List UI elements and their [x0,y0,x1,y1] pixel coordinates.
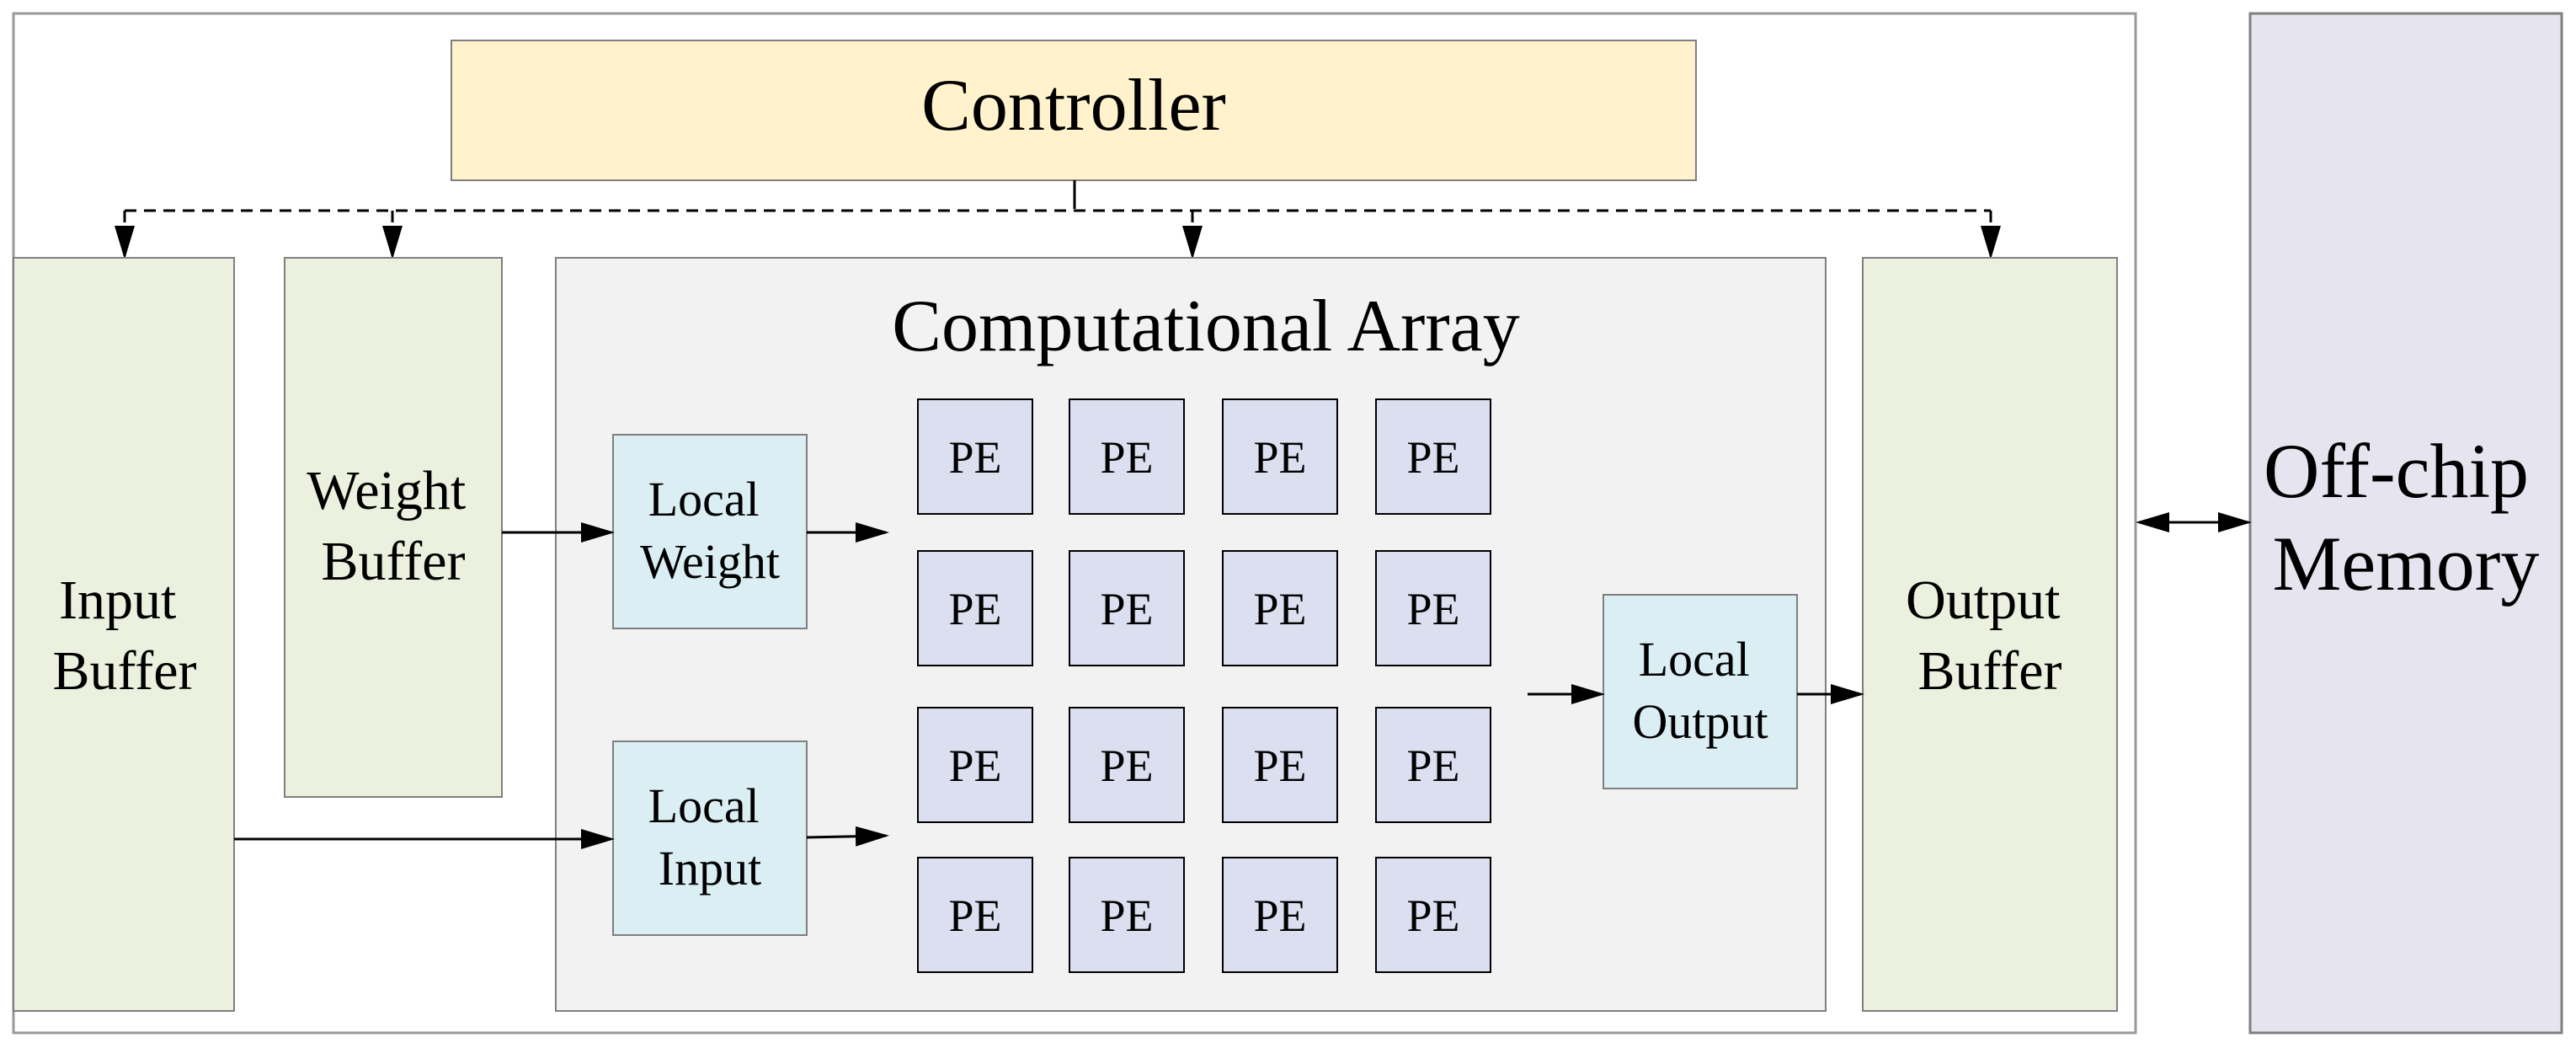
pe-label: PE [1406,584,1459,634]
pe-box [1069,398,1185,515]
pe-box [1375,398,1491,515]
weight-buffer-label: Weight Buffer [307,460,479,592]
pe-box [917,707,1033,823]
local-output-box [1603,594,1798,789]
pe-label: PE [1100,584,1153,634]
control-signal-lines [115,180,2001,259]
pe-box [1069,550,1185,666]
pe-box [1375,857,1491,973]
controller-label: Controller [921,65,1226,147]
computational-array-title: Computational Array [892,286,1519,367]
local-input-label-line2: Input [659,841,761,896]
pe-box [917,857,1033,973]
pe-cell: PE [1069,398,1185,515]
local-output-label-line1: Local [1639,632,1750,687]
pe-cell: PE [1375,707,1491,823]
off-chip-memory-label-line1: Off-chip [2264,428,2529,514]
pe-box [1222,857,1338,973]
pe-label: PE [1406,432,1459,483]
off-chip-memory-label: Off-chip Memory [2264,428,2548,607]
pe-grid: PE PE PE PE PE PE PE PE PE PE PE PE PE PE PE PE [917,398,1491,973]
local-input-label: Local Input [648,778,772,896]
pe-label: PE [1253,432,1306,483]
input-buffer-box [13,257,235,1012]
pe-cell: PE [1222,550,1338,666]
pe-cell: PE [1069,707,1185,823]
pe-cell: PE [917,857,1033,973]
pe-label: PE [948,432,1001,483]
data-flow-arrows [234,512,2252,849]
pe-cell: PE [1222,398,1338,515]
pe-cell: PE [917,707,1033,823]
pe-label: PE [948,890,1001,941]
pe-box [1375,550,1491,666]
input-buffer-label: Input Buffer [52,569,196,702]
local-input-to-pe-arrow [806,826,889,847]
local-output-label: Local Output [1632,632,1768,749]
pe-box [917,550,1033,666]
pe-label: PE [1253,584,1306,634]
input-buffer-label-line2: Buffer [52,640,196,702]
controller-box [451,40,1697,181]
pe-cell: PE [1069,550,1185,666]
local-weight-box [612,434,808,629]
pe-box [917,398,1033,515]
pe-label: PE [1253,741,1306,791]
weight-buffer-box [284,257,503,798]
local-weight-label-line1: Local [648,472,760,527]
output-buffer-label-line1: Output [1906,569,2060,631]
pe-box [1222,707,1338,823]
pe-label: PE [948,741,1001,791]
pe-box [1375,707,1491,823]
pe-label: PE [1406,741,1459,791]
pe-box [1069,857,1185,973]
pe-cell: PE [1375,857,1491,973]
pe-cell: PE [1222,707,1338,823]
pe-box [1222,550,1338,666]
off-chip-memory-label-line2: Memory [2273,521,2540,607]
output-buffer-label: Output Buffer [1906,569,2074,702]
pe-cell: PE [1069,857,1185,973]
pe-cell: PE [917,398,1033,515]
pe-cell: PE [1375,398,1491,515]
off-chip-memory-box [2248,12,2563,1035]
pe-label: PE [1406,890,1459,941]
pe-cell: PE [1222,857,1338,973]
pe-label: PE [1100,741,1153,791]
pe-box [1069,707,1185,823]
weight-buffer-label-line2: Buffer [321,531,465,592]
pe-label: PE [1100,890,1153,941]
output-buffer-label-line2: Buffer [1917,640,2061,702]
pe-label: PE [1253,890,1306,941]
pe-cell: PE [917,550,1033,666]
pe-cell: PE [1375,550,1491,666]
local-output-label-line2: Output [1632,694,1768,749]
weight-buffer-label-line1: Weight [307,460,466,521]
output-buffer-box [1862,257,2118,1012]
local-input-box [612,741,808,936]
pe-label: PE [948,584,1001,634]
pe-box [1222,398,1338,515]
local-input-label-line1: Local [648,778,760,833]
local-weight-label: Local Weight [640,472,780,589]
local-weight-label-line2: Weight [640,534,780,589]
input-buffer-label-line1: Input [59,569,176,631]
pe-label: PE [1100,432,1153,483]
